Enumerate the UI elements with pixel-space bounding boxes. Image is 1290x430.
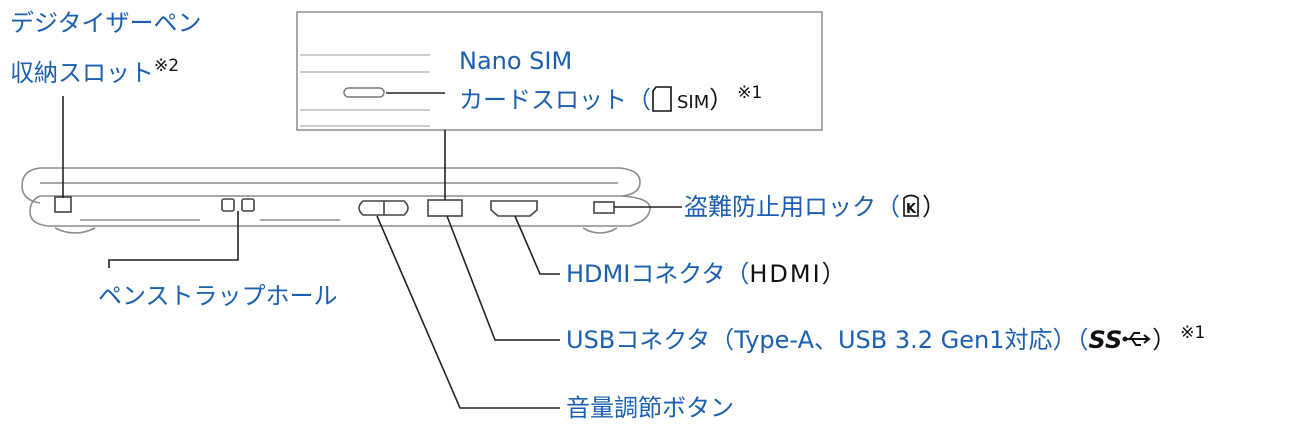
label-nano-sim-line2: カードスロット（ SIM）※1: [459, 83, 763, 116]
note-digitizer: ※2: [154, 56, 180, 76]
label-usb-text: USBコネクタ（Type-A、USB 3.2 Gen1対応）（: [566, 326, 1089, 354]
usb-close: ）: [1152, 326, 1177, 354]
lock-icon: K: [900, 194, 922, 222]
leader-volume: [376, 215, 560, 409]
usb-port: [427, 199, 463, 217]
sim-slot-shape: [343, 87, 385, 98]
hdmi-mark: HDMI: [749, 260, 822, 288]
label-nano-sim-line1: Nano SIM: [459, 47, 573, 75]
label-usb: USBコネクタ（Type-A、USB 3.2 Gen1対応）（SS ）※1: [566, 325, 1205, 354]
security-lock-close: ）: [922, 193, 946, 221]
sim-icon-text: SIM: [677, 92, 710, 113]
lock-icon-letter: K: [906, 202, 917, 217]
label-hdmi: HDMIコネクタ（HDMI）: [566, 262, 846, 286]
label-security-lock-text: 盗難防止用ロック（: [684, 193, 900, 221]
note-nano-sim: ※1: [737, 83, 763, 103]
leader-usb: [446, 215, 560, 341]
label-volume-button: 音量調節ボタン: [566, 394, 734, 422]
label-pen-strap-hole: ペンストラップホール: [98, 282, 338, 310]
pen-strap-hole-right: [241, 198, 255, 212]
label-security-lock: 盗難防止用ロック（ K ）: [684, 194, 946, 222]
digitizer-pen-slot: [54, 196, 72, 213]
ports: [54, 196, 615, 217]
label-digitizer-pen-line2: 収納スロット※2: [10, 58, 179, 87]
hdmi-port: [490, 200, 538, 217]
note-usb: ※1: [1180, 323, 1206, 343]
label-digitizer-pen-line1: デジタイザーペン: [10, 9, 202, 37]
label-nano-sim-text: カードスロット（: [459, 86, 651, 114]
leader-hdmi: [514, 215, 560, 275]
label-hdmi-text: HDMIコネクタ（: [566, 260, 750, 288]
sim-inset-box: [296, 11, 823, 131]
usb-trident-icon: [1122, 329, 1152, 353]
sim-card-icon: [651, 86, 673, 116]
hdmi-close: ）: [821, 260, 846, 288]
leader-pen-strap: [108, 211, 239, 268]
pen-strap-hole-left: [221, 198, 235, 212]
nano-sim-close: ）: [709, 86, 734, 114]
security-lock-slot: [593, 201, 615, 214]
laptop-body: [21, 167, 651, 234]
usb-ss-mark: SS: [1088, 326, 1123, 354]
leader-lines: [62, 92, 682, 409]
label-digitizer-pen-text: 収納スロット: [10, 59, 154, 87]
